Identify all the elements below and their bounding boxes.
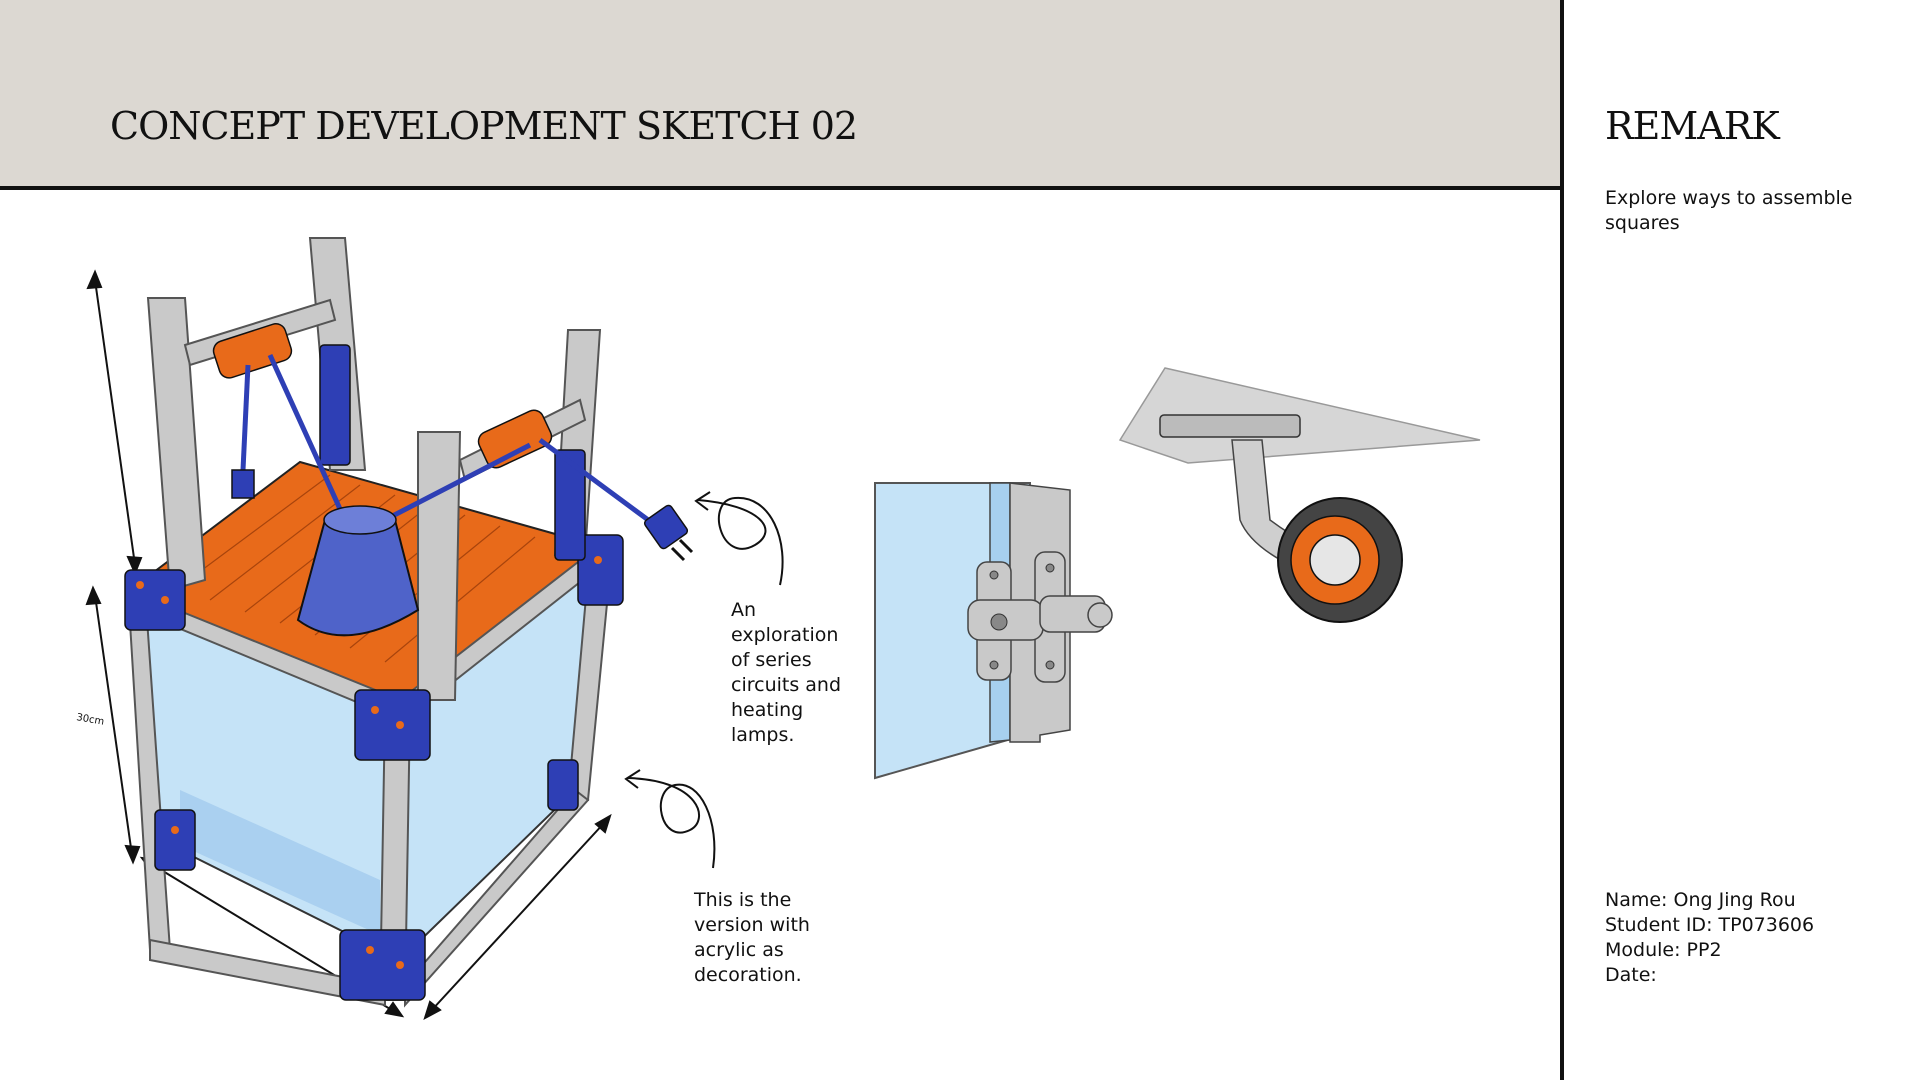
remark-text: Explore ways to assemble squares (1605, 187, 1853, 234)
power-plug-icon (643, 504, 694, 562)
cables (240, 353, 657, 528)
student-info: Name: Ong Jing Rou Student ID: TP073606 … (1605, 888, 1814, 988)
latch-sketch (874, 482, 1113, 780)
student-name: Name: Ong Jing Rou (1605, 889, 1796, 911)
annotation-arrow-2 (624, 769, 716, 869)
header-divider (0, 186, 1560, 190)
corner-brackets (124, 344, 624, 1001)
height-mark-label: 30cm (75, 712, 104, 728)
header-band (0, 0, 1560, 186)
acrylic-shade (180, 790, 380, 935)
cube-lamp-sketch: 30cm (75, 237, 694, 1021)
remark-title: REMARK (1605, 104, 1780, 148)
date: Date: (1605, 964, 1657, 986)
student-id: Student ID: TP073606 (1605, 914, 1815, 936)
annotation-arrow-1 (694, 491, 784, 586)
orange-clamps (212, 323, 553, 469)
caster-wheel-sketch (1118, 367, 1481, 623)
module: Module: PP2 (1605, 939, 1722, 961)
lamp-top (323, 505, 397, 535)
sketch-canvas: 30cm (75, 237, 1481, 1021)
sidebar-divider (1560, 0, 1564, 1080)
note-series-circuits: An exploration of series circuits and he… (731, 599, 842, 746)
note-acrylic-version: This is the version with acrylic as deco… (694, 889, 810, 986)
page-title: CONCEPT DEVELOPMENT SKETCH 02 (110, 104, 858, 148)
hanging-plug (231, 469, 255, 499)
bracket-screws (136, 556, 602, 969)
